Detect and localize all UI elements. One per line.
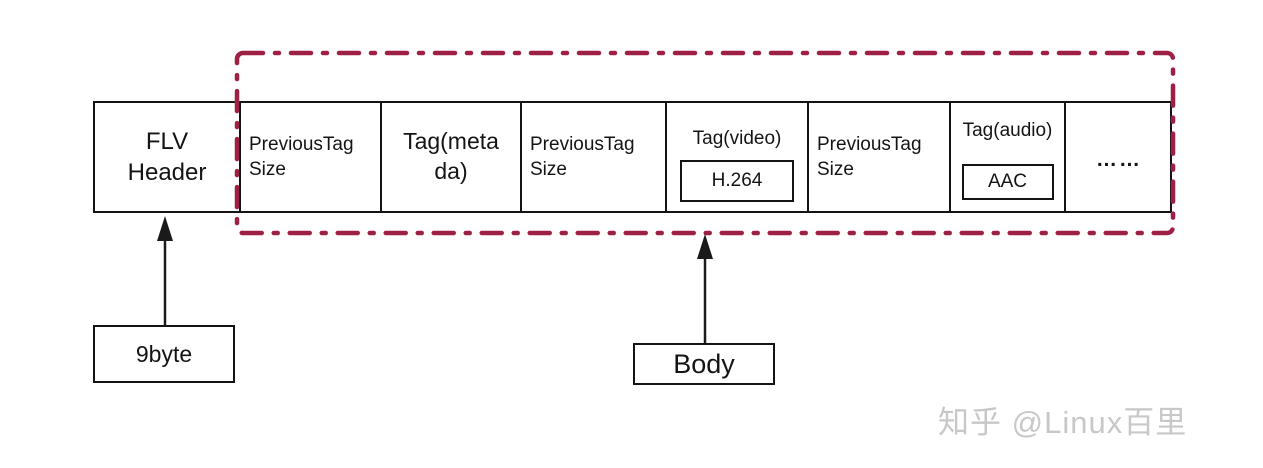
previous-tag-size-label-line: PreviousTag xyxy=(817,133,922,155)
tag-audio-box: Tag(audio) AAC xyxy=(949,103,1064,211)
previous-tag-size-box-3: PreviousTag Size xyxy=(807,103,949,211)
watermark: 知乎 @Linux百里 xyxy=(938,405,1188,440)
tag-audio-label: Tag(audio) xyxy=(962,120,1053,141)
previous-tag-size-label-line: PreviousTag xyxy=(249,133,354,155)
ellipsis-label: …… xyxy=(1096,148,1142,171)
header-size-label: 9byte xyxy=(135,340,193,367)
previous-tag-size-label-line: PreviousTag xyxy=(530,133,635,155)
tag-video-box: Tag(video) H.264 xyxy=(665,103,807,211)
tag-metadata-label-line: Tag(meta xyxy=(403,128,499,155)
tag-video-label: Tag(video) xyxy=(692,128,782,150)
h264-codec-label: H.264 xyxy=(711,169,763,191)
h264-codec-box: H.264 xyxy=(680,159,794,202)
flv-header-box: FLV Header xyxy=(95,103,239,211)
previous-tag-size-label-line: Size xyxy=(249,159,286,180)
body-up-arrow-icon xyxy=(697,234,713,343)
header-size-callout-box: 9byte xyxy=(93,325,235,383)
header-size-up-arrow-icon xyxy=(157,216,173,325)
aac-codec-box: AAC xyxy=(961,163,1054,200)
previous-tag-size-label-line: Size xyxy=(530,159,567,180)
previous-tag-size-label-line: Size xyxy=(817,159,854,180)
flv-header-label-line: Header xyxy=(127,159,207,186)
tag-metadata-box: Tag(meta da) xyxy=(380,103,520,211)
flv-structure-row: FLV Header PreviousTag Size Tag(meta da)… xyxy=(93,101,1172,213)
body-label: Body xyxy=(673,348,735,379)
more-tags-ellipsis-box: …… xyxy=(1064,103,1172,211)
previous-tag-size-box-2: PreviousTag Size xyxy=(520,103,665,211)
tag-metadata-label-line: da) xyxy=(434,158,468,184)
aac-codec-label: AAC xyxy=(987,170,1028,192)
flv-header-label-line: FLV xyxy=(145,127,189,155)
body-callout-box: Body xyxy=(633,343,775,385)
previous-tag-size-box-1: PreviousTag Size xyxy=(239,103,380,211)
